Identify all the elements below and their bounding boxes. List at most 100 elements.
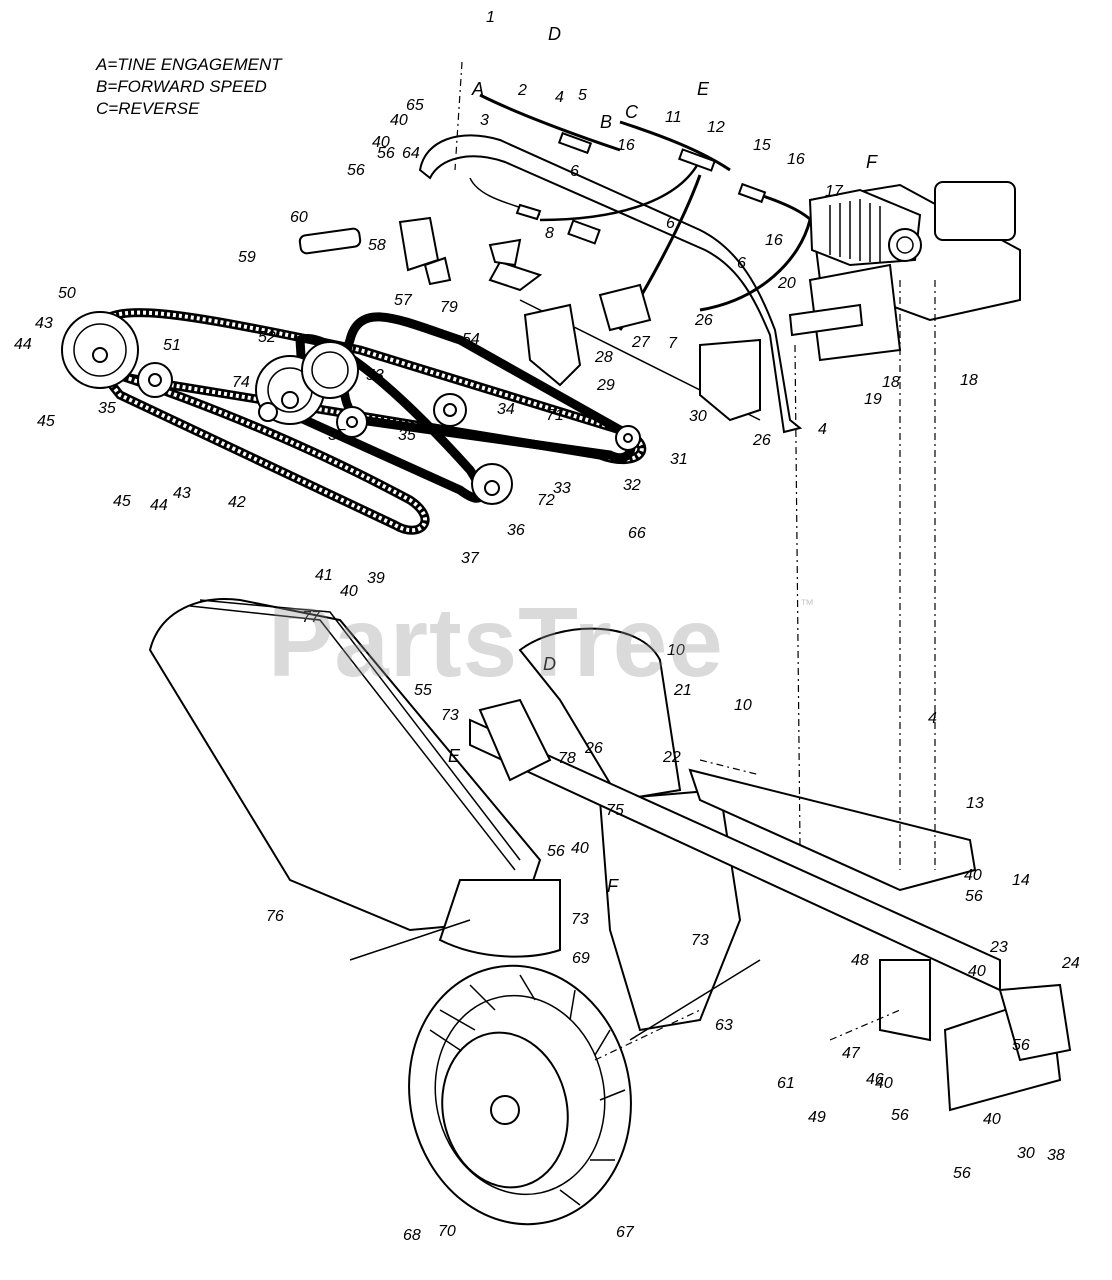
callout-label: 43 [35,315,53,332]
callout-label: 30 [689,408,707,425]
callout-label: 4 [928,710,937,727]
callout-label: 17 [825,183,844,200]
watermark: PartsTree [268,587,724,697]
callout-label: 41 [315,567,333,584]
callout-label: 46 [866,1071,884,1088]
callout-label: 10 [734,697,752,714]
callout-label: F [607,876,619,896]
callout-label: 79 [440,299,458,316]
callout-label: 33 [553,480,571,497]
callout-label: 73 [571,911,589,928]
callout-label: 54 [462,331,480,348]
callout-label: 4 [818,421,827,438]
callout-label: 64 [402,145,420,162]
callout-label: 2 [517,82,527,99]
callout-label: 53 [366,367,384,384]
callout-label: 67 [616,1224,635,1241]
callout-label: 19 [864,391,882,408]
callout-label: 11 [665,109,682,126]
callout-label: 35 [398,427,416,444]
callout-label: 22 [662,749,681,766]
belts-pulleys [61,308,647,535]
callout-label: 40 [968,963,986,980]
callout-label: A [471,79,484,99]
callout-label: 77 [302,609,321,626]
callout-label: 20 [777,275,796,292]
callout-label: 56 [891,1107,909,1124]
callout-label: 27 [631,334,651,351]
callout-label: 56 [953,1165,971,1182]
callout-label: 49 [808,1109,826,1126]
legend-item-c: C=REVERSE [96,99,200,118]
callout-label: 3 [480,112,489,129]
callout-label: 36 [507,522,525,539]
trademark-symbol: ™ [800,596,814,612]
callout-label: 16 [765,232,783,249]
callout-label: 31 [670,451,688,468]
callout-label: 61 [777,1075,795,1092]
callout-label: 56 [1012,1037,1030,1054]
callout-label: 6 [570,163,579,180]
callout-label: 35 [98,400,116,417]
callout-label: 56 [347,162,365,179]
callout-label: 4 [555,89,564,106]
callout-label: D [543,654,556,674]
callout-label: 26 [752,432,771,449]
callout-label: 26 [694,312,713,329]
tiller-body [148,598,1072,1112]
callout-label: C [625,102,639,122]
callout-label: 38 [1047,1147,1065,1164]
callout-label: 13 [966,795,984,812]
callout-label: 40 [571,840,589,857]
callout-label: 16 [787,151,805,168]
callout-label: 16 [617,137,635,154]
callout-label: 39 [367,570,385,587]
callout-label: B [600,112,612,132]
callout-label: 42 [228,494,246,511]
tire [408,964,632,1226]
callout-label: 73 [691,932,709,949]
callout-label: 24 [1061,955,1080,972]
callout-label: 69 [572,950,590,967]
callout-label: 8 [545,225,554,242]
callout-label: 40 [340,583,358,600]
callout-label: 59 [238,249,256,266]
legend-item-a: A=TINE ENGAGEMENT [96,55,282,74]
callout-label: 30 [1017,1145,1035,1162]
callout-label: 50 [58,285,76,302]
callout-label: 12 [707,119,725,136]
callout-label: 1 [486,9,495,26]
callout-label: 29 [596,377,615,394]
callout-label: 47 [842,1045,861,1062]
callout-label: 56 [547,843,565,860]
callout-label: 63 [715,1017,733,1034]
callout-label: 6 [666,215,675,232]
callout-label: 58 [368,237,386,254]
callout-label: 23 [989,939,1008,956]
callout-label: 75 [606,802,624,819]
callout-label: 52 [258,329,276,346]
callout-label: 78 [558,750,576,767]
callout-label: 37 [461,550,480,567]
callout-label: 51 [163,337,181,354]
callout-label: 40 [983,1111,1001,1128]
callout-label: 43 [173,485,191,502]
callout-label: 71 [546,407,564,424]
callout-label: 73 [441,707,459,724]
callout-label: E [448,746,461,766]
callout-label: 70 [438,1223,456,1240]
callout-label: 56 [965,888,983,905]
callout-label: 65 [406,97,424,114]
callout-label: 5 [578,87,587,104]
brackets [298,216,761,422]
callout-label: 68 [403,1227,421,1244]
callout-label: 44 [14,336,32,353]
callout-label: 40 [390,112,408,129]
callout-label: 18 [960,372,978,389]
callout-label: 40 [964,867,982,884]
callout-label: 48 [851,952,869,969]
callout-label: 21 [673,682,692,699]
callout-label: 45 [37,413,55,430]
callout-label: 7 [668,335,678,352]
